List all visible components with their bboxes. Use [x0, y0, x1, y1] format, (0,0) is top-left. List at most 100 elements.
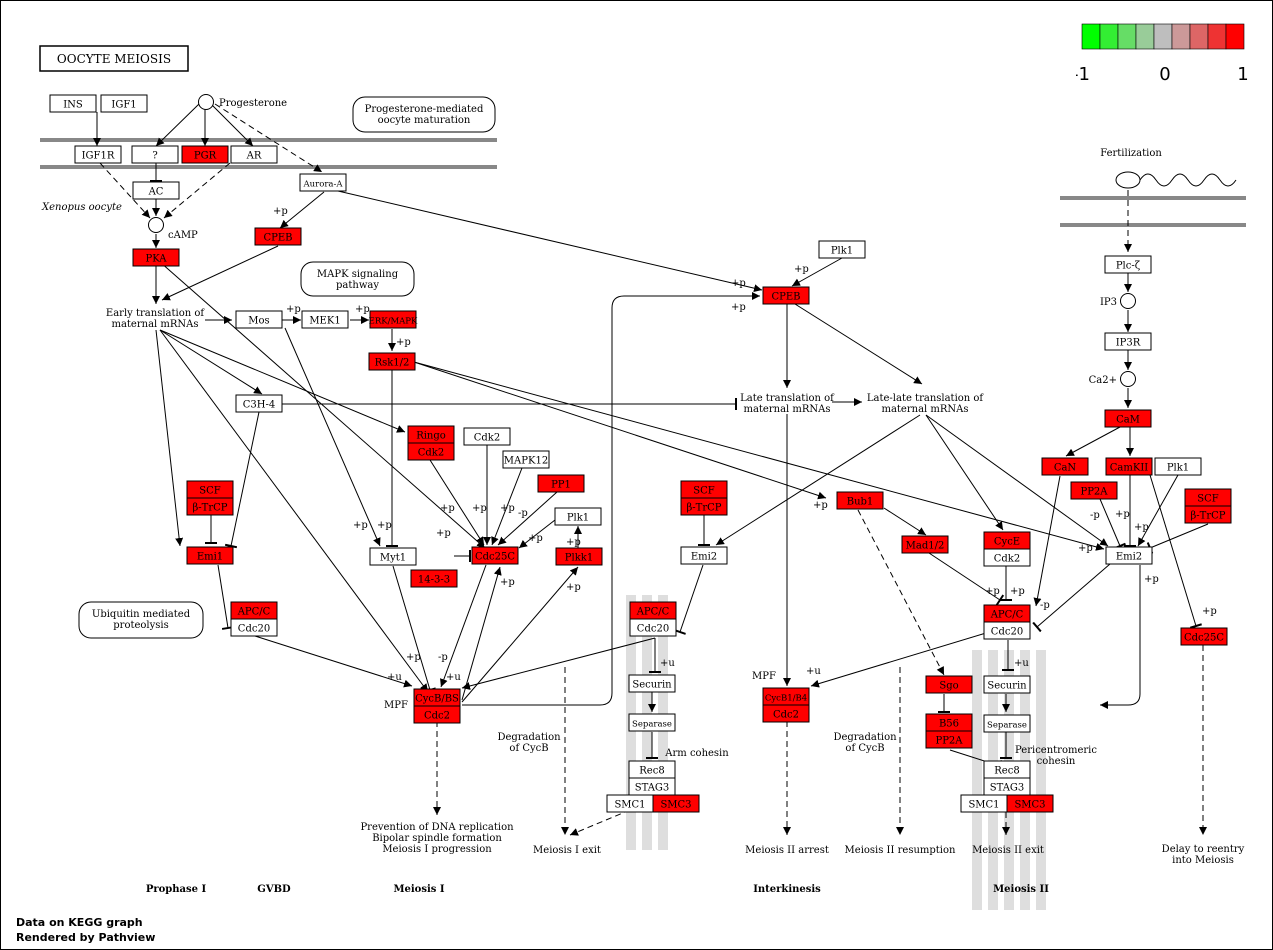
gene-node-plk1c[interactable]: Plk1 [1154, 457, 1202, 476]
gene-box[interactable] [74, 145, 122, 164]
gene-node-cdc2b[interactable]: Cdc2 [762, 704, 810, 723]
gene-node-myt1[interactable]: Myt1 [369, 547, 417, 566]
gene-box[interactable] [235, 310, 283, 329]
gene-node-scf2[interactable]: SCF [680, 480, 728, 499]
gene-box[interactable] [628, 713, 676, 732]
gene-node-q[interactable]: ? [131, 145, 179, 164]
gene-node-emi1[interactable]: Emi1 [186, 546, 234, 565]
gene-box[interactable] [983, 548, 1031, 567]
gene-node-cycb1[interactable]: CycB/BS [413, 688, 461, 707]
gene-box[interactable] [186, 497, 234, 516]
gene-box[interactable] [49, 94, 97, 113]
gene-node-igf1r[interactable]: IGF1R [74, 145, 122, 164]
gene-node-cpeb2[interactable]: CPEB [762, 286, 810, 305]
gene-box[interactable] [235, 394, 283, 413]
gene-node-smc3b[interactable]: SMC3 [1006, 794, 1054, 813]
gene-box[interactable] [628, 674, 676, 693]
gene-node-cdc25c2[interactable]: Cdc25C [1180, 627, 1228, 646]
gene-box[interactable] [629, 618, 677, 637]
gene-node-rsk[interactable]: Rsk1/2 [368, 352, 416, 371]
gene-node-cdc2a[interactable]: Cdc2 [413, 705, 461, 724]
gene-node-cdc25c1[interactable]: Cdc25C [471, 546, 519, 565]
gene-box[interactable] [471, 546, 519, 565]
gene-box[interactable] [680, 497, 728, 516]
gene-box[interactable] [463, 427, 511, 446]
gene-node-stag3a[interactable]: STAG3 [628, 777, 676, 796]
gene-box[interactable] [1041, 457, 1089, 476]
gene-box[interactable] [1006, 794, 1054, 813]
gene-box[interactable] [301, 310, 349, 329]
gene-box[interactable] [554, 507, 602, 526]
gene-node-mos[interactable]: Mos [235, 310, 283, 329]
gene-node-mad12[interactable]: Mad1/2 [901, 535, 949, 554]
gene-box[interactable] [1105, 457, 1153, 476]
gene-box[interactable] [836, 491, 884, 510]
pathway-box[interactable] [352, 96, 496, 133]
gene-node-b56[interactable]: B56 [925, 713, 973, 732]
gene-node-emi2b[interactable]: Emi2 [1105, 546, 1153, 565]
gene-node-smc3a[interactable]: SMC3 [652, 794, 700, 813]
gene-node-rec8b[interactable]: Rec8 [983, 760, 1031, 779]
gene-node-pp2a1[interactable]: PP2A [925, 730, 973, 749]
gene-box[interactable] [680, 546, 728, 565]
gene-box[interactable] [369, 310, 417, 329]
gene-box[interactable] [368, 352, 416, 371]
gene-node-stag3b[interactable]: STAG3 [983, 777, 1031, 796]
gene-box[interactable] [1104, 409, 1152, 428]
gene-node-can[interactable]: CaN [1041, 457, 1089, 476]
gene-box[interactable] [901, 535, 949, 554]
gene-box[interactable] [100, 94, 148, 113]
gene-node-cpeb1[interactable]: CPEB [254, 227, 302, 246]
gene-node-aurora[interactable]: Aurora-A [299, 173, 347, 192]
gene-node-plcz[interactable]: Plc-ζ [1104, 255, 1152, 274]
gene-box[interactable] [1104, 255, 1152, 274]
gene-node-rec8a[interactable]: Rec8 [628, 760, 676, 779]
gene-node-pp1[interactable]: PP1 [537, 474, 585, 493]
gene-node-cdk2a[interactable]: Cdk2 [407, 442, 455, 461]
gene-box[interactable] [413, 705, 461, 724]
gene-node-apcc3[interactable]: APC/C [983, 604, 1031, 623]
gene-box[interactable] [254, 227, 302, 246]
gene-node-ip3r[interactable]: IP3R [1104, 332, 1152, 351]
gene-node-pka[interactable]: PKA [132, 248, 180, 267]
gene-box[interactable] [762, 704, 810, 723]
gene-node-cdk2c[interactable]: Cdk2 [983, 548, 1031, 567]
gene-node-cdc20b[interactable]: Cdc20 [629, 618, 677, 637]
gene-node-plk1a[interactable]: Plk1 [554, 507, 602, 526]
gene-box[interactable] [410, 569, 458, 588]
gene-node-c3h4[interactable]: C3H-4 [235, 394, 283, 413]
gene-node-p1433[interactable]: 14-3-3 [410, 569, 458, 588]
gene-box[interactable] [132, 181, 180, 200]
gene-box[interactable] [186, 546, 234, 565]
gene-box[interactable] [925, 675, 973, 694]
pathway-box[interactable] [300, 261, 415, 297]
gene-box[interactable] [1070, 481, 1118, 500]
gene-box[interactable] [983, 714, 1031, 733]
gene-node-emi2a[interactable]: Emi2 [680, 546, 728, 565]
gene-box[interactable] [299, 173, 347, 192]
gene-node-igf1[interactable]: IGF1 [100, 94, 148, 113]
gene-node-mapk12[interactable]: MAPK12 [502, 450, 550, 469]
gene-node-separase1[interactable]: Separase [628, 713, 676, 732]
gene-box[interactable] [1184, 505, 1232, 524]
gene-node-camkii[interactable]: CamKII [1105, 457, 1153, 476]
gene-node-pgr[interactable]: PGR [181, 145, 229, 164]
gene-node-securin2[interactable]: Securin [983, 675, 1031, 694]
gene-node-separase2[interactable]: Separase [983, 714, 1031, 733]
gene-node-btrcp1[interactable]: β-TrCP [186, 497, 234, 516]
gene-node-ar[interactable]: AR [230, 145, 278, 164]
gene-node-smc1b[interactable]: SMC1 [960, 794, 1008, 813]
gene-node-cdk2b[interactable]: Cdk2 [463, 427, 511, 446]
gene-node-cyce[interactable]: CycE [983, 531, 1031, 550]
gene-node-ac[interactable]: AC [132, 181, 180, 200]
gene-box[interactable] [652, 794, 700, 813]
gene-box[interactable] [983, 675, 1031, 694]
gene-node-pp2a2[interactable]: PP2A [1070, 481, 1118, 500]
gene-box[interactable] [818, 240, 866, 259]
gene-node-cdc20c[interactable]: Cdc20 [983, 621, 1031, 640]
gene-box[interactable] [925, 730, 973, 749]
gene-node-securin1[interactable]: Securin [628, 674, 676, 693]
